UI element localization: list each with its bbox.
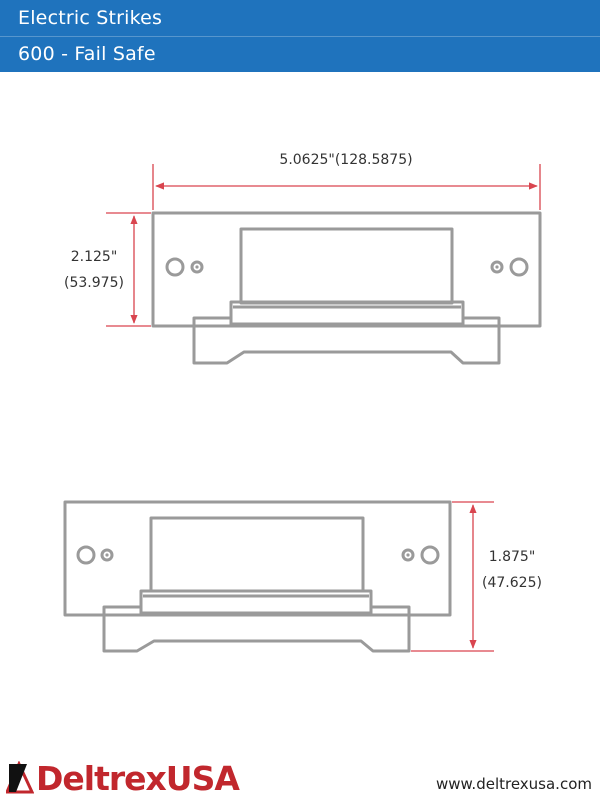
bottom-right-screw-hole: [420, 545, 440, 565]
bottom-right-hole-center: [406, 553, 410, 557]
top-right-small-hole: [490, 260, 504, 274]
bottom-left-hole-center: [105, 553, 109, 557]
top-faceplate-outline: [151, 211, 542, 328]
top-keeper-base: [229, 300, 465, 326]
bottom-left-screw-hole: [76, 545, 96, 565]
bottom-strike-view: 1.875" (47.625): [63, 500, 542, 653]
width-dimension-label: 5.0625"(128.5875): [279, 152, 412, 168]
banner-divider: [0, 36, 600, 37]
product-title: 600 - Fail Safe: [18, 43, 156, 65]
top-strike-view: 5.0625"(128.5875) 2.125" (53.975): [64, 152, 542, 365]
top-left-small-hole: [190, 260, 204, 274]
bottom-right-small-hole: [401, 548, 415, 562]
bottom-faceplate-outline: [63, 500, 452, 617]
top-right-screw-hole: [509, 257, 529, 277]
bottom-keeper-outline: [149, 516, 365, 593]
top-right-hole-center: [495, 265, 499, 269]
top-keeper-outline: [239, 227, 454, 305]
bottom-left-small-hole: [100, 548, 114, 562]
bottom-height-inches-label: 1.875": [489, 549, 536, 565]
website-url: www.deltrexusa.com: [436, 775, 592, 793]
top-height-inches-label: 2.125": [71, 249, 118, 265]
top-height-mm-label: (53.975): [64, 275, 124, 291]
top-left-hole-center: [195, 265, 199, 269]
bottom-height-mm-label: (47.625): [482, 575, 542, 591]
logo-wordmark: DeltrexUSA: [36, 758, 240, 798]
top-mounting-body: [192, 316, 501, 365]
deltrex-logo: DeltrexUSA: [6, 758, 240, 798]
top-left-screw-hole: [165, 257, 185, 277]
bottom-keeper-base: [139, 589, 373, 615]
deltrex-logo-mark: [6, 761, 34, 794]
category-title: Electric Strikes: [18, 7, 163, 29]
bottom-mounting-body: [102, 605, 411, 653]
title-banner: Electric Strikes 600 - Fail Safe: [0, 0, 600, 72]
